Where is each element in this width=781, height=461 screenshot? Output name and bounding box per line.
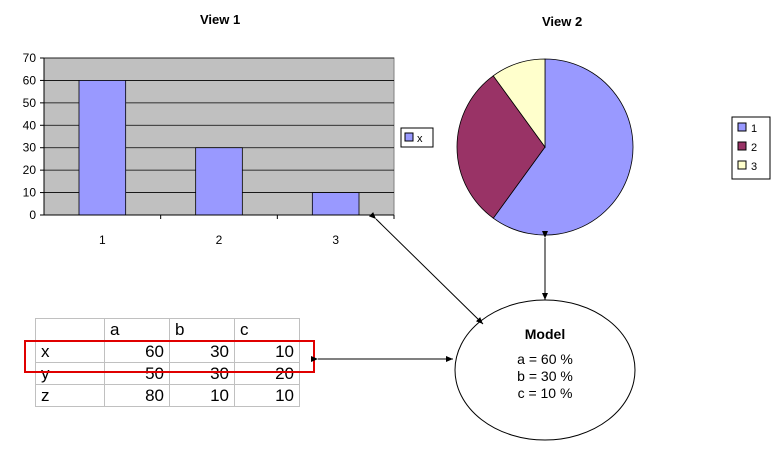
model-line-b: b = 30 % bbox=[517, 368, 573, 384]
bar-y-tick-label: 0 bbox=[29, 208, 36, 222]
table-header-row: a b c bbox=[35, 318, 300, 341]
model-line-c: c = 10 % bbox=[517, 385, 573, 401]
table-row-label[interactable]: z bbox=[35, 384, 105, 407]
pie-slice-2 bbox=[456, 75, 546, 219]
bar-1 bbox=[78, 80, 127, 216]
view1-title: View 1 bbox=[200, 12, 241, 27]
bar-y-tick-label: 40 bbox=[23, 118, 37, 132]
table-row: z 80 10 10 bbox=[35, 384, 300, 407]
bar-chart: 0 10 20 30 40 50 60 70 1 2 3 x bbox=[23, 51, 434, 247]
table-cell[interactable]: 10 bbox=[169, 384, 235, 407]
pie-chart: 1 2 3 bbox=[456, 58, 771, 236]
pie-slice-3 bbox=[492, 58, 546, 149]
bar-y-tick-label: 10 bbox=[23, 186, 37, 200]
view2-title: View 2 bbox=[542, 14, 583, 29]
model-text: Model a = 60 % b = 30 % c = 10 % bbox=[470, 326, 620, 402]
pie-legend-swatch-3 bbox=[737, 160, 747, 170]
pie-slice-1 bbox=[492, 58, 634, 236]
pie-legend-swatch-1 bbox=[737, 122, 747, 132]
bar-y-tick-label: 60 bbox=[23, 73, 37, 87]
bar-x-tick-label: 3 bbox=[332, 233, 339, 247]
bar-x-tick-label: 2 bbox=[216, 233, 223, 247]
bar-marks bbox=[78, 80, 360, 216]
table-header-cell[interactable]: b bbox=[169, 318, 235, 341]
bar-2 bbox=[195, 147, 243, 216]
table-header-cell[interactable]: c bbox=[234, 318, 300, 341]
data-table: a b c x 60 30 10 y 50 30 20 z 80 10 10 bbox=[35, 318, 300, 407]
bar-y-axis-ticks: 0 10 20 30 40 50 60 70 bbox=[23, 51, 44, 222]
model-line-a: a = 60 % bbox=[517, 351, 573, 367]
bar-legend-swatch bbox=[404, 132, 414, 142]
pie-legend-label-2: 2 bbox=[751, 142, 757, 154]
bar-y-tick-label: 20 bbox=[23, 163, 37, 177]
table-header-cell[interactable] bbox=[35, 318, 105, 341]
bar-y-tick-label: 30 bbox=[23, 141, 37, 155]
bar-3 bbox=[311, 192, 360, 216]
pie-slices bbox=[456, 58, 634, 236]
data-table-wrap: a b c x 60 30 10 y 50 30 20 z 80 10 10 bbox=[35, 318, 300, 407]
pie-legend-label-3: 3 bbox=[751, 161, 757, 173]
pie-legend-label-1: 1 bbox=[751, 123, 757, 135]
bar-y-tick-label: 70 bbox=[23, 51, 37, 65]
pie-legend-swatch-2 bbox=[737, 141, 747, 151]
table-row: y 50 30 20 bbox=[35, 362, 300, 385]
highlight-box bbox=[24, 340, 315, 373]
table-cell[interactable]: 80 bbox=[104, 384, 170, 407]
table-header-cell[interactable]: a bbox=[104, 318, 170, 341]
bar-x-axis-ticks: 1 2 3 bbox=[99, 215, 395, 247]
bar-legend-label: x bbox=[417, 133, 423, 145]
bar-y-tick-label: 50 bbox=[23, 96, 37, 110]
table-cell[interactable]: 10 bbox=[234, 384, 300, 407]
model-title: Model bbox=[524, 326, 566, 342]
bar-x-tick-label: 1 bbox=[99, 233, 106, 247]
